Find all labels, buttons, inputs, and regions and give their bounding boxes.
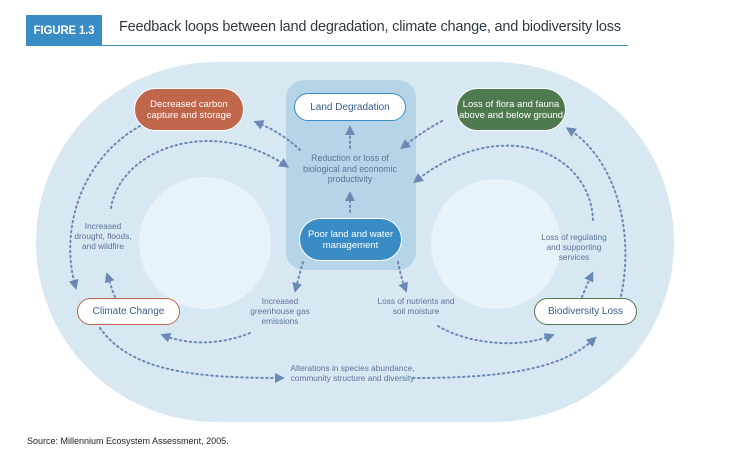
node-poor-management: Poor land and water management (299, 218, 402, 261)
arrow-land-to-carbon (253, 120, 301, 151)
node-biodiversity-loss: Biodiversity Loss (534, 298, 637, 325)
arrow-bio-to-regulating (581, 271, 594, 298)
arrow-ghg-to-climate (160, 332, 251, 344)
arrow-alterations-to-bio (412, 336, 597, 379)
label-species-alterations: Alterations in species abundance, commun… (290, 363, 415, 383)
arrow-regulating-to-reduction (413, 144, 594, 221)
arrow-carbon-to-climate (68, 125, 141, 290)
label-regulating-services: Loss of regulating and supporting servic… (541, 232, 607, 262)
arrow-poor-to-nutrients (397, 261, 408, 293)
arrow-climate-to-drought (104, 272, 116, 298)
node-loss-flora-fauna: Loss of flora and fauna above and below … (456, 88, 566, 131)
label-greenhouse-gas: Increased greenhouse gas emissions (250, 296, 310, 326)
label-reduction-productivity: Reduction or loss of biological and econ… (303, 153, 397, 184)
arrow-bio-to-flora (565, 127, 627, 297)
figure-title: Feedback loops between land degradation,… (119, 19, 621, 35)
arrow-drought-to-reduction (110, 140, 290, 209)
node-climate-change: Climate Change (77, 298, 180, 325)
arrow-nutrients-to-bio (437, 325, 555, 345)
label-nutrients-soil: Loss of nutrients and soil moisture (377, 296, 455, 316)
node-decreased-carbon: Decreased carbon capture and storage (134, 88, 244, 131)
figure-number-badge: FIGURE 1.3 (26, 15, 102, 46)
arrow-poor-to-ghg (292, 261, 304, 293)
arrow-flora-side-to-land (400, 120, 443, 150)
label-drought-floods: Increased drought, floods, and wildfire (74, 221, 132, 251)
node-land-degradation: Land Degradation (294, 93, 406, 121)
left-inner-circle (139, 177, 271, 309)
right-inner-circle (431, 179, 561, 309)
source-note: Source: Millennium Ecosystem Assessment,… (27, 436, 229, 446)
title-underline (102, 45, 628, 46)
arrow-climate-to-alterations (99, 327, 285, 383)
